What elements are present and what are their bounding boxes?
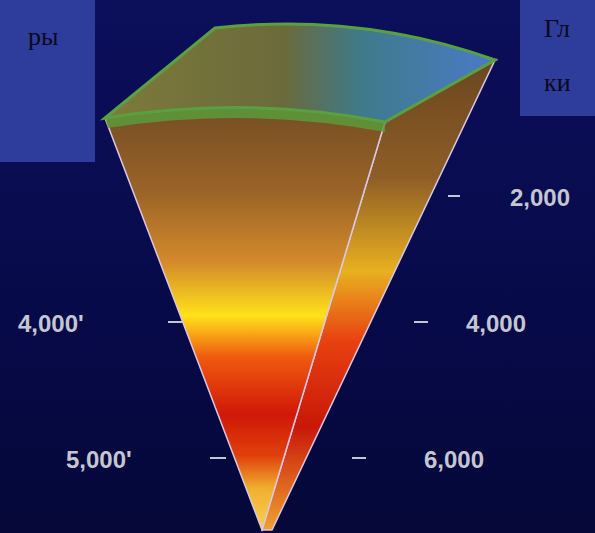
depth-label: 4,000' bbox=[18, 310, 84, 338]
depth-label: 5,000' bbox=[66, 446, 132, 474]
depth-label: 6,000 bbox=[424, 446, 484, 474]
depth-label: 4,000 bbox=[466, 310, 526, 338]
title-panel: Гл ки bbox=[520, 0, 595, 116]
title-panel: ры bbox=[0, 0, 95, 162]
depth-label: 2,000 bbox=[510, 184, 570, 212]
panel-heading: Гл ки bbox=[544, 2, 595, 110]
panel-heading: ры bbox=[28, 10, 95, 64]
